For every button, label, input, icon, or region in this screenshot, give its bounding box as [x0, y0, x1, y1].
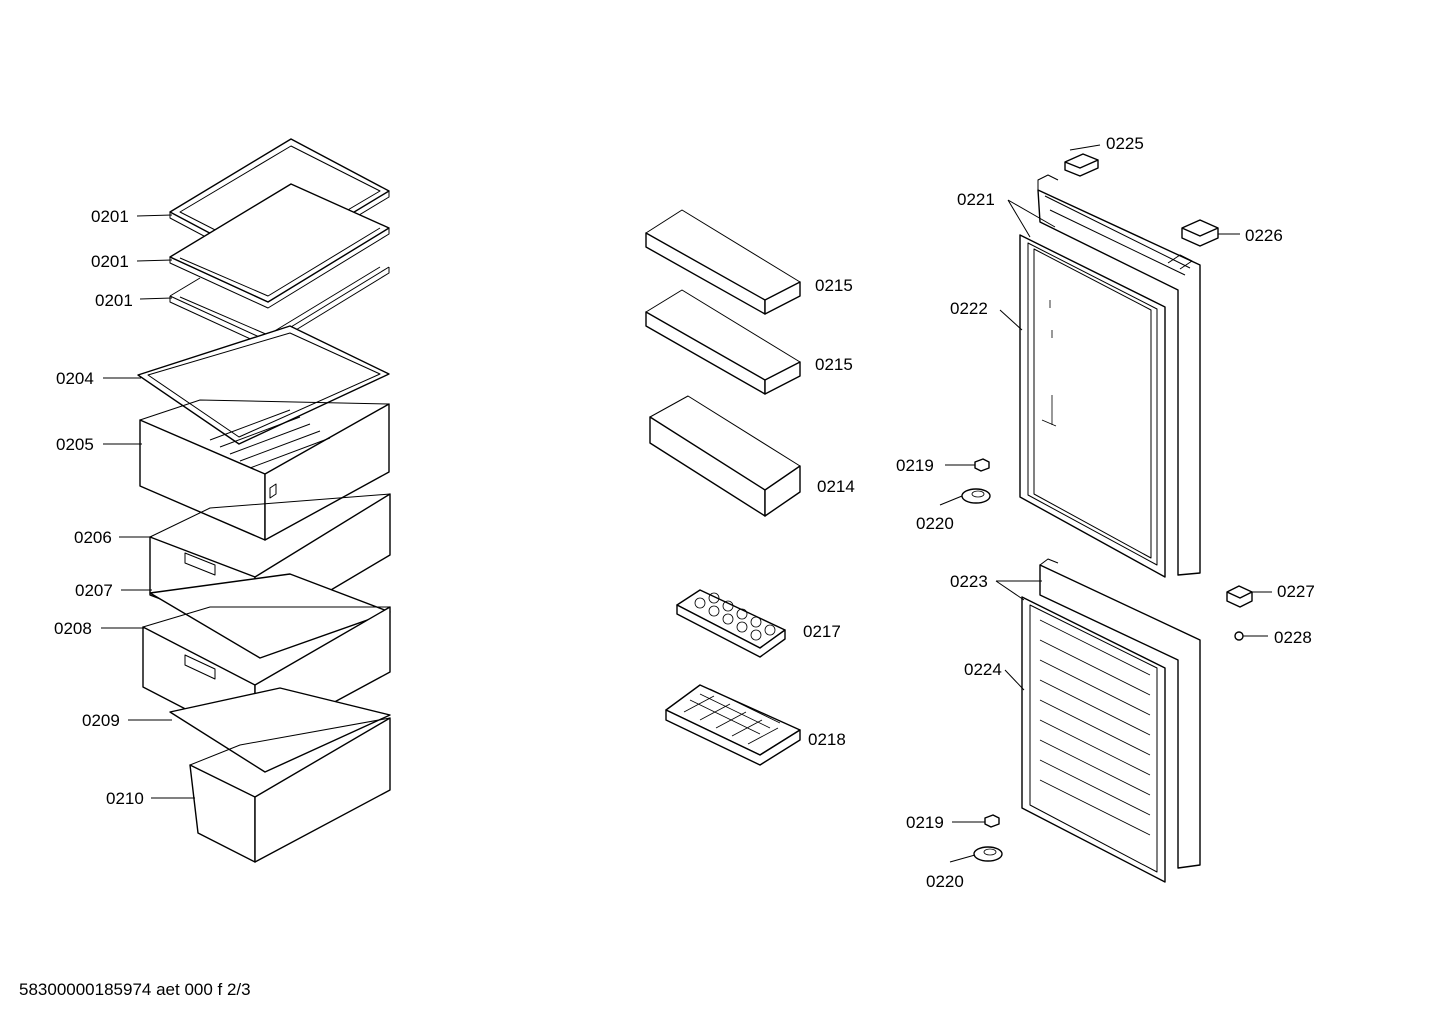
label-0217: 0217: [803, 622, 841, 641]
label-0210: 0210: [106, 789, 144, 808]
label-0219-upper: 0219: [896, 456, 934, 475]
label-0225: 0225: [1106, 134, 1144, 153]
label-0214: 0214: [817, 477, 855, 496]
plate-0209: [169, 687, 391, 773]
crisper-drawer-0205: [139, 399, 390, 541]
label-0228: 0228: [1274, 628, 1312, 647]
label-0205: 0205: [56, 435, 94, 454]
label-0204: 0204: [56, 369, 94, 388]
label-0227: 0227: [1277, 582, 1315, 601]
label-0215-lower: 0215: [815, 355, 853, 374]
upper-door-gasket-0222: [1019, 234, 1166, 578]
lower-door-gasket-0224: [1021, 596, 1166, 883]
egg-tray-0217: [676, 589, 786, 658]
document-footer-reference: 58300000185974 aet 000 f 2/3: [19, 980, 251, 999]
hinge-cover-0226: [1181, 219, 1219, 247]
label-0221: 0221: [957, 190, 995, 209]
label-0219-lower: 0219: [906, 813, 944, 832]
hinge-cover-0225: [1064, 153, 1099, 177]
label-0207: 0207: [75, 581, 113, 600]
lower-door-0223: [1039, 558, 1201, 869]
hinge-pin-0219-upper: [974, 458, 990, 472]
label-0206: 0206: [74, 528, 112, 547]
glass-shelf-0201-middle: [169, 183, 390, 309]
glass-shelf-0204: [137, 325, 390, 445]
hinge-pin-0219-lower: [984, 814, 1000, 828]
upper-door-0221: [1037, 174, 1201, 576]
cover-0227: [1226, 585, 1253, 608]
label-0209: 0209: [82, 711, 120, 730]
label-0218: 0218: [808, 730, 846, 749]
label-0226: 0226: [1245, 226, 1283, 245]
label-0220-upper: 0220: [916, 514, 954, 533]
bearing-0220-lower: [973, 846, 1003, 862]
label-0224: 0224: [964, 660, 1002, 679]
door-bin-0215-upper: [645, 209, 801, 315]
label-0201-middle: 0201: [91, 252, 129, 271]
cap-0228: [1234, 631, 1244, 641]
label-0222: 0222: [950, 299, 988, 318]
label-0201-top: 0201: [91, 207, 129, 226]
bearing-0220-upper: [961, 488, 991, 504]
drawer-0210: [189, 717, 391, 863]
label-0201-lower: 0201: [95, 291, 133, 310]
leader-lines: [101, 144, 1272, 863]
label-0220-lower: 0220: [926, 872, 964, 891]
label-0223: 0223: [950, 572, 988, 591]
door-bin-0214: [649, 395, 801, 517]
ice-cube-tray-0218: [665, 684, 801, 766]
label-0215-upper: 0215: [815, 276, 853, 295]
part-labels: 0201 0201 0201 0204 0205 0206 0207 0208 …: [54, 134, 1315, 891]
door-bin-0215-lower: [645, 289, 801, 395]
label-0208: 0208: [54, 619, 92, 638]
